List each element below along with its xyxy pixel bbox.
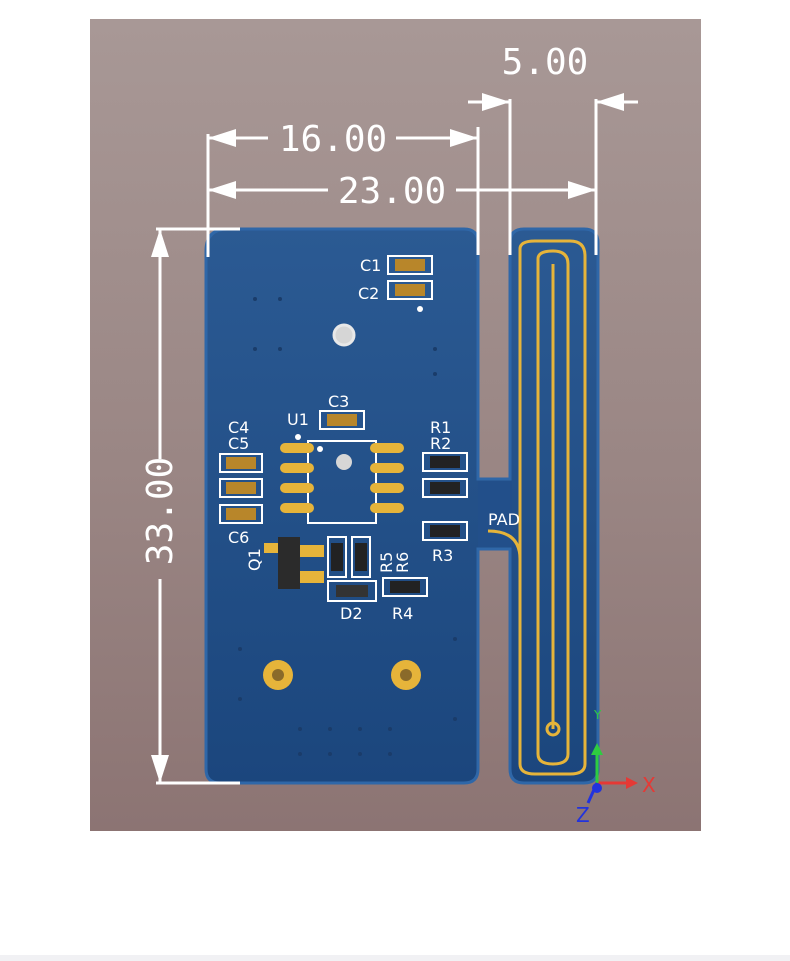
r6-outline (351, 536, 371, 578)
r5-outline (327, 536, 347, 578)
ref-c1: C1 (360, 256, 381, 275)
antenna-via (545, 721, 561, 737)
mounting-hole-center (336, 454, 352, 470)
ref-r4: R4 (392, 604, 413, 623)
u1-outline (307, 440, 377, 524)
via-dots (238, 297, 457, 756)
u1-pads (280, 443, 404, 513)
ref-c4: C4 (228, 418, 249, 437)
c1-outline (387, 255, 433, 275)
r1-outline (422, 452, 468, 472)
mounting-hole-top (332, 323, 356, 347)
ref-c5: C5 (228, 434, 249, 453)
pcb-drawing: 5.00 16.00 23.00 33.00 C1 C2 C3 C4 C5 C6… (140, 42, 656, 827)
c6-outline (219, 504, 263, 524)
c3-outline (319, 410, 365, 430)
pad-trace (487, 529, 522, 579)
c4-outline (219, 453, 263, 473)
y-axis-label: Y (593, 708, 602, 722)
ref-r5: R5 (377, 552, 396, 573)
ref-c6: C6 (228, 528, 249, 547)
pcb-3d-viewport[interactable]: 5.00 16.00 23.00 33.00 C1 C2 C3 C4 C5 C6… (90, 19, 701, 831)
ref-r1: R1 (430, 418, 451, 437)
ref-r3: R3 (432, 546, 453, 565)
c2-body (395, 284, 425, 296)
dim-5-label: 5.00 (502, 42, 589, 83)
ref-pad: PAD (488, 510, 520, 529)
c3-body (327, 414, 357, 426)
q1-body (278, 537, 300, 589)
ref-c3: C3 (328, 392, 349, 411)
ref-c2: C2 (358, 284, 379, 303)
ref-u1: U1 (287, 410, 309, 429)
dim-23-label: 23.00 (338, 171, 446, 212)
footer-strip (0, 955, 790, 961)
dimension-arrowheads (151, 93, 624, 783)
r3-outline (422, 521, 468, 541)
ref-r6: R6 (393, 552, 412, 573)
c5-outline (219, 478, 263, 498)
axis-gizmo: X Y Z (576, 708, 656, 827)
ref-r2: R2 (430, 434, 451, 453)
r2-outline (422, 478, 468, 498)
antenna-loop-outer (518, 239, 587, 776)
ref-q1: Q1 (245, 548, 264, 571)
d2-outline (327, 580, 377, 602)
antenna-loop-middle (536, 249, 570, 766)
c1-body (395, 259, 425, 271)
x-axis-label: X (642, 773, 656, 797)
dim-33-label: 33.00 (140, 457, 181, 565)
ref-d2: D2 (340, 604, 363, 623)
z-axis-label: Z (576, 803, 590, 827)
c2-outline (387, 280, 433, 300)
dim-16-label: 16.00 (279, 119, 387, 160)
r4-outline (382, 577, 428, 597)
